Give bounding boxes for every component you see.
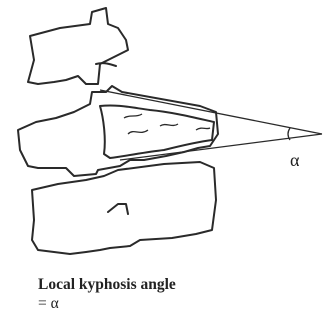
fracture-crack-4 [196, 128, 210, 130]
upper-vertebra-outline [28, 8, 128, 84]
angle-label: α [290, 150, 300, 170]
caption-equation: = α [38, 293, 176, 315]
upper-endplate-line [100, 90, 322, 134]
lower-vertebra-process [108, 204, 128, 214]
fracture-crack-1 [124, 114, 142, 118]
fracture-crack-3 [160, 124, 178, 126]
lower-vertebra-outline [32, 162, 216, 254]
fracture-crack-2 [128, 130, 148, 134]
caption: Local kyphosis angle = α [38, 274, 176, 315]
angle-arc [288, 128, 290, 140]
